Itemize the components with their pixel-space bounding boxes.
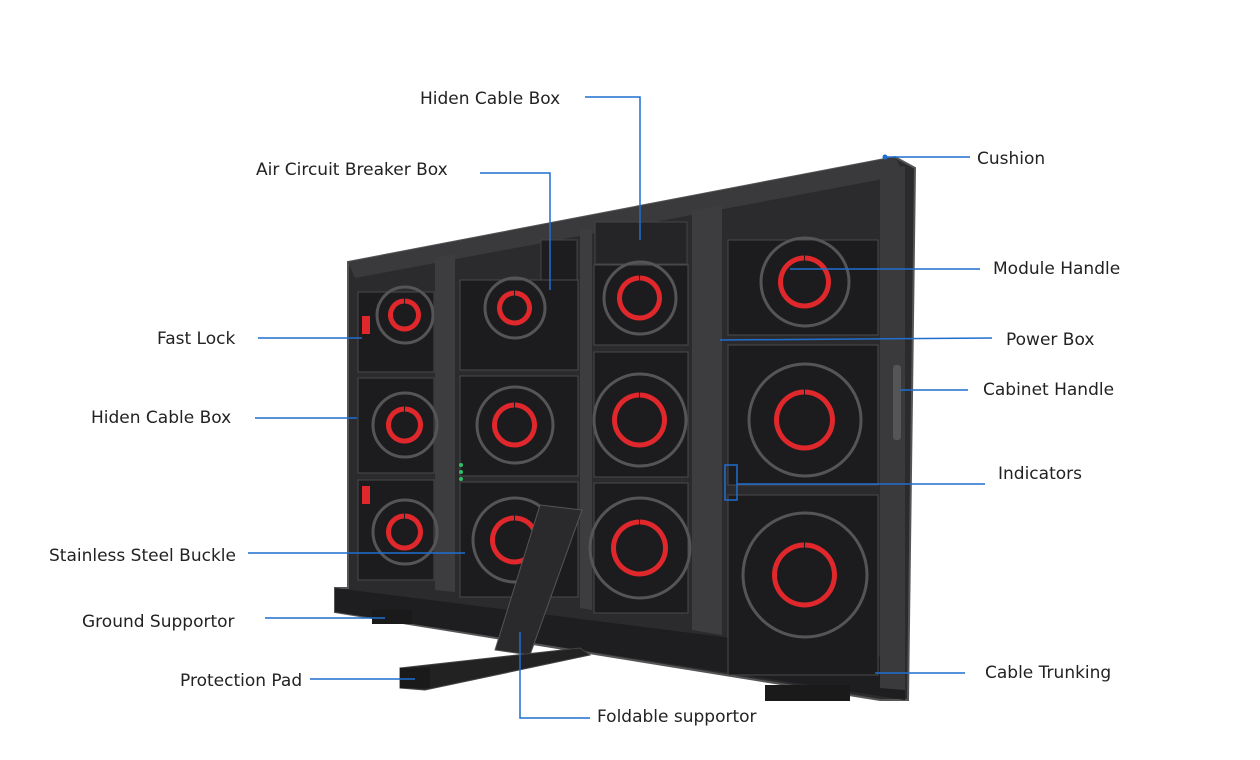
module-fans <box>371 236 869 639</box>
ground-supportor <box>765 685 850 701</box>
vertical-bar <box>880 166 905 690</box>
top-rail <box>348 157 905 278</box>
label-hidden-cable-box-top: Hiden Cable Box <box>420 89 561 109</box>
leader-air-circuit-breaker-box <box>480 172 551 290</box>
leader-lines <box>248 96 993 719</box>
protection-pad <box>400 668 430 688</box>
label-cable-trunking: Cable Trunking <box>985 663 1112 683</box>
indicators-highlight <box>724 464 738 501</box>
label-protection-pad: Protection Pad <box>180 671 303 691</box>
leader-foldable-supportor <box>519 632 590 719</box>
leader-hidden-cable-box-top <box>585 96 641 240</box>
ground-supportor <box>372 610 412 624</box>
label-fast-lock: Fast Lock <box>157 329 236 349</box>
label-air-circuit-breaker-box: Air Circuit Breaker Box <box>256 160 448 180</box>
label-module-handle: Module Handle <box>993 259 1121 279</box>
indicator-leds <box>459 463 463 481</box>
label-hidden-cable-box-left: Hiden Cable Box <box>91 408 232 428</box>
fast-lock <box>362 316 370 334</box>
cabinet-handle <box>893 365 901 440</box>
label-power-box: Power Box <box>1006 330 1095 350</box>
label-stainless-steel-buckle: Stainless Steel Buckle <box>49 546 236 566</box>
label-cushion: Cushion <box>977 149 1046 169</box>
vertical-bar <box>580 228 592 610</box>
hidden-cable-box-top <box>594 221 688 265</box>
vertical-bar <box>435 254 455 592</box>
label-cabinet-handle: Cabinet Handle <box>983 380 1115 400</box>
label-ground-supportor: Ground Supportor <box>82 612 235 632</box>
vertical-bar <box>692 205 722 635</box>
label-indicators: Indicators <box>998 464 1082 484</box>
label-foldable-supportor: Foldable supportor <box>597 707 757 727</box>
fast-lock <box>362 486 370 504</box>
leader-power-box <box>719 337 993 341</box>
